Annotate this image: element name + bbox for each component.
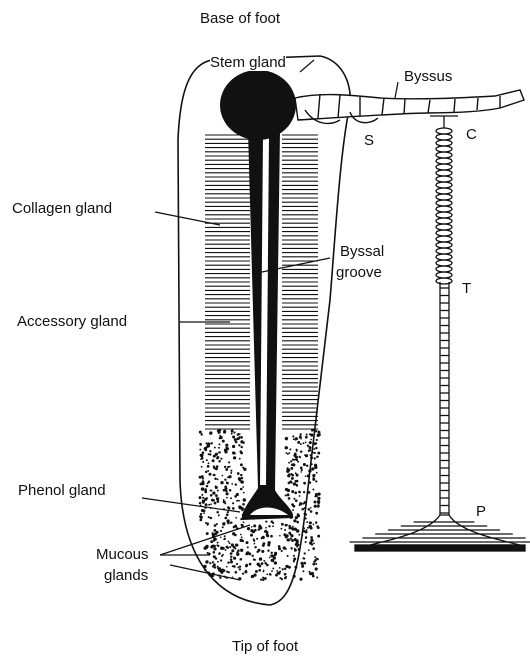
collagen-gland-label: Collagen gland [12, 200, 112, 217]
byssus-stem [295, 90, 524, 123]
byssal-thread [350, 116, 530, 551]
t-label: T [462, 280, 471, 297]
accessory-gland-label: Accessory gland [17, 313, 127, 330]
c-label: C [466, 126, 477, 143]
base-of-foot-label: Base of foot [200, 10, 280, 27]
phenol-gland-label: Phenol gland [18, 482, 106, 499]
tip-of-foot-label: Tip of foot [232, 638, 298, 655]
byssus-label: Byssus [404, 68, 452, 85]
stem-gland-label: Stem gland [210, 54, 286, 71]
byssal-groove-label-line2: groove [336, 264, 382, 281]
mucous-glands-label-line2: glands [104, 567, 148, 584]
s-label: S [364, 132, 374, 149]
byssal-groove-label-line1: Byssal [340, 243, 384, 260]
mucous-glands-label-line1: Mucous [96, 546, 149, 563]
groove-light-line [263, 135, 266, 485]
p-label: P [476, 503, 486, 520]
stem-gland [220, 70, 296, 140]
